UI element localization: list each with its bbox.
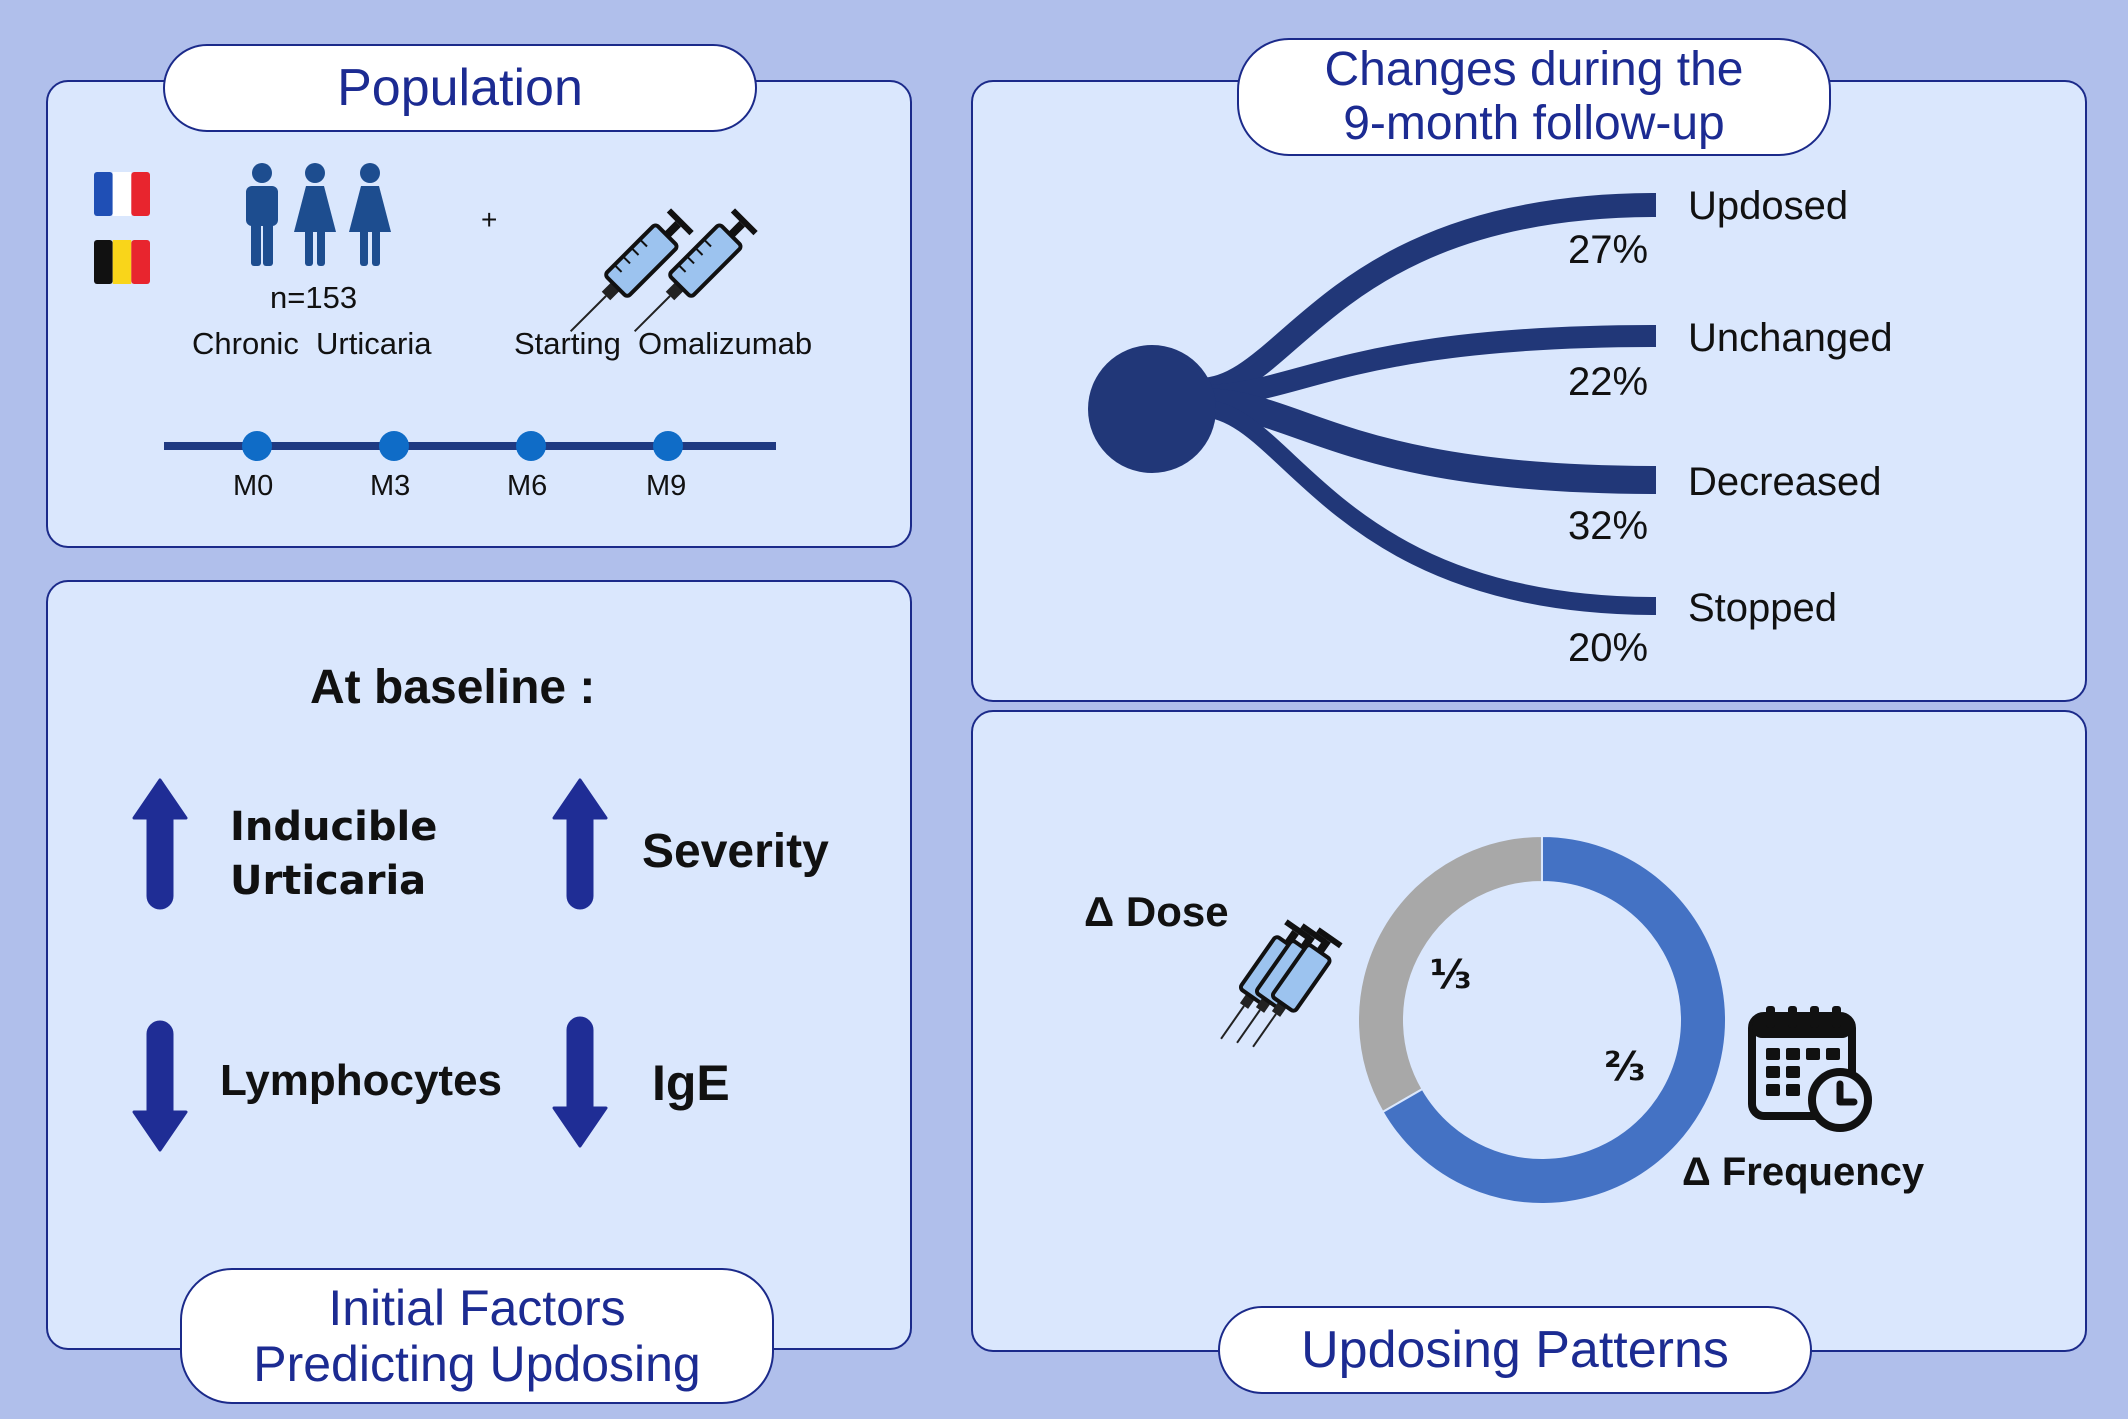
factor-inducible-urticaria: Inducible Urticaria [230,804,438,904]
branch-percent-decreased: 32% [1568,504,1649,548]
condition-label: Chronic Urticaria [192,326,432,361]
timeline-dot-m3 [379,431,409,461]
dose-fraction: ⅓ [1430,952,1472,998]
belgium-flag-icon [94,240,150,284]
arrow-up-icon [132,778,188,910]
arrow-down-icon [132,1020,188,1152]
factor-ige: IgE [652,1055,730,1111]
france-flag-icon [94,172,150,216]
branch-label-stopped: Stopped [1688,586,1838,630]
timeline-dot-m6 [516,431,546,461]
population-panel [46,80,912,548]
branch-label-updosed: Updosed [1688,184,1849,228]
frequency-label: Δ Frequency [1682,1150,1925,1194]
donut-segment-dose [1357,834,1543,1114]
patient-count: n=153 [270,280,358,315]
branch-root-node [1088,345,1216,473]
donut-chart [1357,834,1727,1205]
treatment-label: Starting Omalizumab [514,326,813,361]
branch-percent-unchanged: 22% [1568,360,1649,404]
factor-lymphocytes: Lymphocytes [220,1056,503,1105]
plus-sign: + [481,204,498,235]
factors-panel [46,580,912,1350]
calendar-clock-icon [1748,1006,1872,1132]
timeline-label-m3: M3 [370,470,411,502]
factors-title: Initial Factors Predicting Updosing [180,1268,774,1404]
timeline-dot-m9 [653,431,683,461]
patterns-title: Updosing Patterns [1218,1306,1812,1394]
factors-heading: At baseline : [310,661,596,714]
branch-stopped [1199,399,1657,615]
frequency-fraction: ⅔ [1604,1044,1646,1090]
branch-diagram [1088,193,1657,615]
syringes-stack-icon [1220,919,1343,1048]
branch-percent-stopped: 20% [1568,626,1649,670]
branch-percent-updosed: 27% [1568,228,1649,272]
timeline [164,431,776,461]
donut-segment-frequency [1381,834,1727,1205]
branch-updosed [1199,193,1657,402]
timeline-label-m9: M9 [646,470,687,502]
patterns-panel [971,710,2087,1352]
dose-label: Δ Dose [1084,888,1229,935]
branch-label-unchanged: Unchanged [1688,316,1893,360]
branch-decreased [1199,388,1657,494]
timeline-dot-m0 [242,431,272,461]
patients-icon [246,163,391,266]
arrow-up-icon [552,778,608,910]
arrow-down-icon [552,1016,608,1148]
population-title: Population [163,44,757,132]
timeline-label-m6: M6 [507,470,548,502]
factor-severity: Severity [642,825,829,878]
branch-label-decreased: Decreased [1688,460,1882,504]
timeline-label-m0: M0 [233,470,274,502]
syringes-icon [569,208,758,333]
changes-title: Changes during the 9-month follow-up [1237,38,1831,156]
